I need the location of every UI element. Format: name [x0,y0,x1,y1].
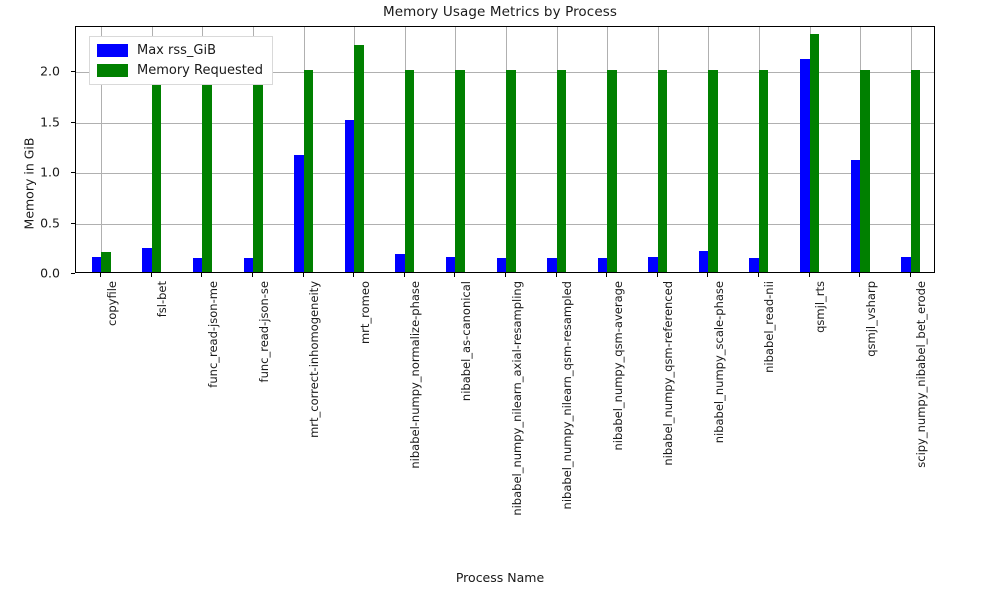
x-tick-mark [201,273,202,277]
y-tick-label: 0.5 [40,215,60,231]
x-tick-mark [758,273,759,277]
bar-max-rss [850,160,861,272]
bar-max-rss [901,256,911,272]
legend-swatch-icon [97,64,128,77]
y-tick-mark [71,71,75,73]
y-tick-mark [71,273,75,274]
x-tick-mark [454,273,455,277]
x-tick-mark [303,273,304,277]
bar-memory-requested [354,45,364,272]
x-tick-mark [859,273,860,277]
bar-series-container [76,27,934,272]
bar-max-rss [445,256,456,272]
y-tick-label: 1.0 [40,164,60,180]
bar-max-rss [344,119,355,272]
x-tick-label: nibabel_numpy_nilearn_qsm-resampled [560,281,575,510]
legend-item-max-rss: Max rss_GiB [97,43,263,58]
bar-max-rss [91,256,102,272]
bar-max-rss [192,257,203,272]
x-tick-label: qsmjl_rts [813,281,828,333]
x-tick-mark [252,273,253,277]
gridline-vertical [101,27,102,272]
bar-memory-requested [253,70,263,272]
bar-memory-requested [506,70,516,272]
bar-max-rss [698,250,709,272]
bar-memory-requested [910,70,921,272]
x-tick-label: qsmjl_vsharp [863,281,878,357]
chart-legend: Max rss_GiB Memory Requested [89,36,274,85]
x-tick-label: mrt_correct-inhomogeneity [307,281,322,438]
x-axis-tick-labels: copyfile fsl-bet func_read-json-me func_rea… [75,281,935,561]
x-tick-label: func_read-json-se [256,281,271,383]
bar-memory-requested [860,70,870,272]
x-tick-label: scipy_numpy_nibabel_bet_erode [914,281,929,468]
bar-memory-requested [404,70,415,272]
bar-max-rss [496,257,506,272]
bar-max-rss [597,257,608,272]
x-tick-mark [151,273,152,277]
bar-max-rss [395,253,405,272]
legend-item-memory-requested: Memory Requested [97,63,263,78]
x-tick-label: copyfile [104,281,119,326]
x-tick-label: nibabel_numpy_nilearn_axial-resampling [509,281,524,516]
y-tick-mark [71,121,75,123]
bar-max-rss [547,257,557,272]
x-tick-mark [707,273,708,277]
bar-memory-requested [607,70,617,272]
bar-max-rss [749,257,759,272]
bar-memory-requested [556,70,567,272]
bar-memory-requested [455,70,465,272]
bar-max-rss [142,247,152,272]
gridline-horizontal [76,173,934,175]
x-tick-label: nibabel_numpy_qsm-average [610,281,625,451]
x-tick-mark [353,273,354,277]
x-tick-label: func_read-json-me [205,281,220,388]
bar-max-rss [800,59,810,272]
x-tick-label: nibabel_read-nii [762,281,777,373]
bar-memory-requested [809,34,820,272]
bar-max-rss [243,257,254,272]
gridline-horizontal [76,223,934,225]
bar-memory-requested [708,70,718,272]
bar-max-rss [648,256,658,272]
bar-memory-requested [657,70,668,272]
y-tick-mark [71,222,75,224]
x-tick-label: nibabel_numpy_scale-phase [711,281,726,444]
x-tick-mark [404,273,405,277]
plot-area: Max rss_GiB Memory Requested [75,26,935,273]
x-tick-mark [809,273,810,277]
y-tick-label: 0.0 [40,265,60,281]
y-axis: Memory in GiB 0.0 0.5 1.0 1.5 2.0 [0,26,75,281]
x-tick-label: mrt_romeo [357,281,372,345]
x-tick-mark [606,273,607,277]
x-tick-mark [910,273,911,277]
bar-memory-requested [151,70,162,272]
legend-swatch-icon [97,44,128,57]
gridline-horizontal [76,72,934,74]
y-tick-mark [71,172,75,174]
x-tick-label: fsl-bet [155,281,170,318]
x-tick-label: nibabel_numpy_qsm-referenced [661,281,676,466]
bar-max-rss [294,155,304,272]
bar-memory-requested [101,251,111,272]
y-axis-title: Memory in GiB [21,137,37,230]
x-tick-label: nibabel_as-canonical [458,281,473,402]
bar-memory-requested [202,70,212,272]
x-tick-mark [657,273,658,277]
x-tick-mark [505,273,506,277]
chart-title: Memory Usage Metrics by Process [382,4,617,20]
y-tick-label: 2.0 [40,63,60,79]
bar-memory-requested [758,70,769,272]
y-tick-label: 1.5 [40,114,60,130]
bar-memory-requested [303,70,314,272]
gridline-horizontal [76,122,934,124]
x-tick-label: nibabel-numpy_normalize-phase [408,281,423,469]
x-tick-mark [100,273,101,277]
legend-label: Max rss_GiB [137,43,217,58]
x-axis-title: Process Name [455,570,545,585]
x-tick-mark [556,273,557,277]
legend-label: Memory Requested [137,63,264,78]
